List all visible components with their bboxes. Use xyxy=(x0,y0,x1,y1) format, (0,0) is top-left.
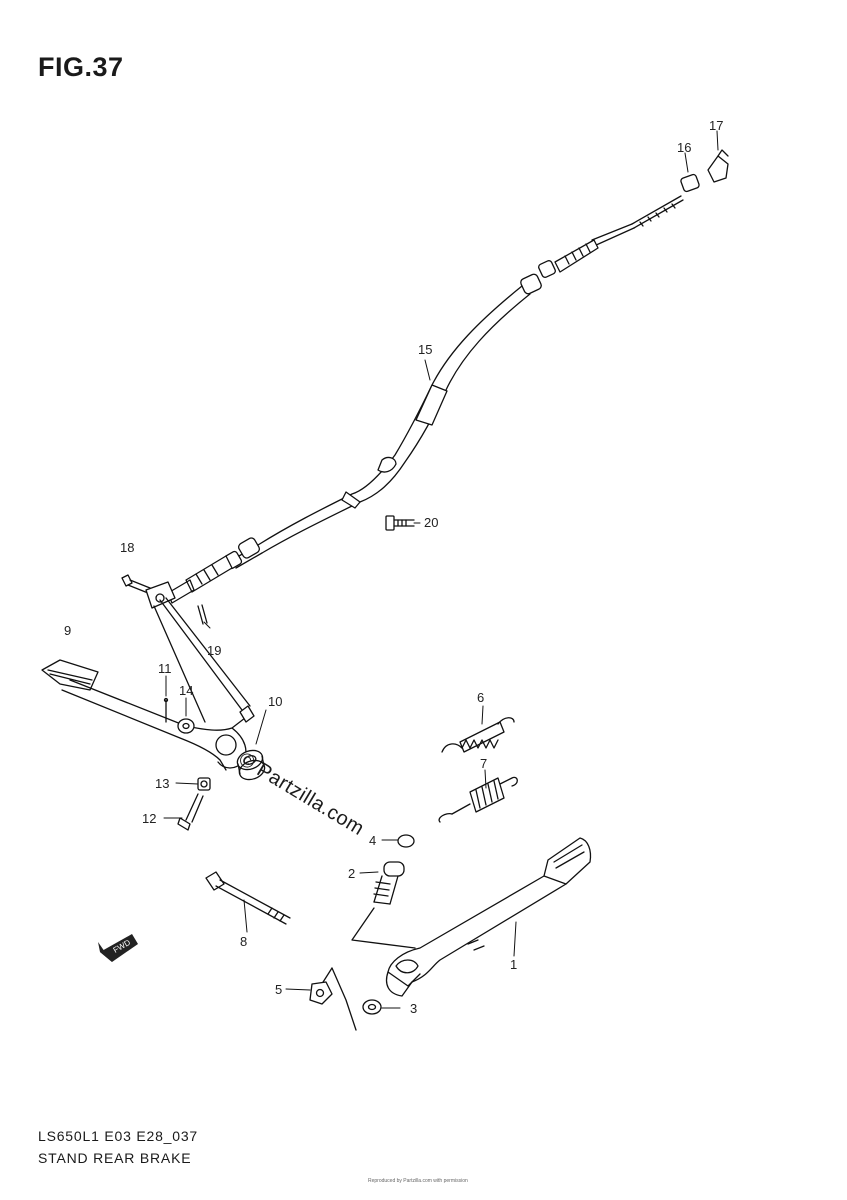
part-12-bolt xyxy=(177,793,204,831)
label-19: 19 xyxy=(207,643,222,658)
part-15-cable xyxy=(167,223,635,604)
part-13-nut xyxy=(197,777,211,791)
label-4: 4 xyxy=(369,833,377,848)
label-3: 3 xyxy=(410,1001,418,1016)
clevis xyxy=(145,581,176,609)
part-14-washer xyxy=(177,718,195,734)
part-2-pivot-bolt xyxy=(373,861,405,905)
part-4-cap xyxy=(397,834,415,848)
part-3-washer xyxy=(362,999,382,1015)
label-13: 13 xyxy=(155,776,170,791)
label-14: 14 xyxy=(179,683,194,698)
footer-note: Reproduced by Partzilla.com with permiss… xyxy=(368,1178,468,1184)
figure-code: LS650L1 E03 E28_037 xyxy=(38,1128,198,1144)
label-10: 10 xyxy=(268,694,283,709)
part-11-pin xyxy=(163,697,169,723)
label-18: 18 xyxy=(120,540,135,555)
label-9: 9 xyxy=(64,623,72,638)
label-1: 1 xyxy=(510,957,518,972)
label-20: 20 xyxy=(424,515,439,530)
part-17-cap xyxy=(707,149,729,183)
part-1-side-stand xyxy=(385,837,592,997)
part-8-bolt xyxy=(205,871,291,925)
label-7: 7 xyxy=(480,756,488,771)
cable-rod xyxy=(631,195,684,229)
pedal-arm xyxy=(153,597,255,723)
label-11: 11 xyxy=(158,661,172,676)
label-5: 5 xyxy=(275,982,283,997)
part-20-bolt xyxy=(385,515,415,531)
label-15: 15 xyxy=(418,342,433,357)
label-12: 12 xyxy=(142,811,157,826)
part-7-spring xyxy=(438,776,518,823)
part-10-washer xyxy=(236,749,266,781)
label-16: 16 xyxy=(677,140,692,155)
figure-name: STAND REAR BRAKE xyxy=(38,1150,192,1166)
label-17: 17 xyxy=(709,118,724,133)
part-19-cotter-pin xyxy=(197,604,208,625)
fwd-arrow-icon: FWD xyxy=(98,934,138,962)
part-5-nut xyxy=(309,981,333,1005)
part-9-pedal xyxy=(41,659,247,771)
label-leaders xyxy=(163,130,719,1009)
figure-title: FIG.37 xyxy=(38,52,124,82)
label-2: 2 xyxy=(348,866,356,881)
label-8: 8 xyxy=(240,934,248,949)
part-16-nut xyxy=(680,173,700,193)
label-6: 6 xyxy=(477,690,485,705)
part-6-spring xyxy=(441,717,515,753)
